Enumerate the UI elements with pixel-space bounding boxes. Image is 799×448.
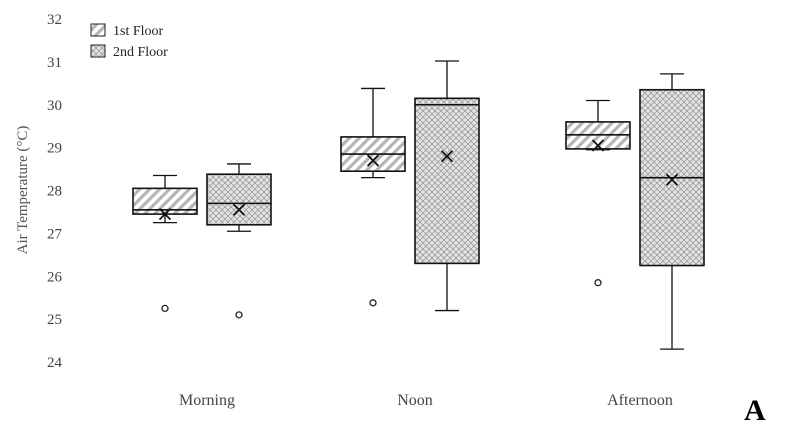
- box-2-1: [206, 163, 272, 319]
- outlier-point: [594, 279, 602, 287]
- y-tick-label: 29: [47, 141, 62, 157]
- legend-swatch-2nd-floor: [90, 44, 106, 58]
- box-series: [132, 60, 705, 350]
- y-tick-label: 25: [47, 312, 62, 328]
- outlier-point: [235, 311, 243, 319]
- y-axis-label: Air Temperature (°C): [15, 126, 31, 255]
- y-tick-label: 27: [47, 226, 63, 242]
- y-tick-label: 32: [47, 12, 62, 28]
- x-category-label: Noon: [397, 392, 433, 409]
- mean-marker: [665, 173, 679, 186]
- box-iqr: [206, 173, 272, 226]
- mean-marker: [366, 154, 380, 167]
- y-tick-label: 26: [47, 269, 63, 285]
- x-category-label: Morning: [179, 392, 235, 409]
- box-iqr: [414, 97, 480, 265]
- outlier-point: [369, 299, 377, 307]
- box-2-2: [414, 60, 480, 312]
- mean-marker-stroke: [158, 207, 172, 221]
- x-category-label: Afternoon: [607, 392, 673, 409]
- mean-marker-stroke: [440, 150, 454, 163]
- y-tick-label: 24: [47, 355, 63, 371]
- mean-marker-stroke: [366, 154, 380, 167]
- legend-label-1st-floor: 1st Floor: [113, 24, 164, 39]
- outlier-point: [161, 304, 169, 313]
- x-axis-categories: Morning Noon Afternoon: [179, 392, 673, 409]
- mean-marker-stroke: [232, 203, 246, 216]
- mean-marker: [440, 150, 454, 163]
- y-tick-label: 30: [47, 98, 62, 114]
- legend-label-2nd-floor: 2nd Floor: [113, 45, 168, 60]
- y-tick-label: 28: [47, 184, 62, 200]
- legend: 1st Floor 2nd Floor: [90, 23, 168, 60]
- box-1-2: [340, 87, 406, 307]
- mean-marker-stroke: [665, 173, 679, 186]
- box-1-1: [132, 174, 198, 313]
- mean-marker: [591, 139, 605, 152]
- box-1-3: [565, 99, 631, 287]
- panel-label: A: [744, 394, 766, 427]
- box-2-3: [639, 73, 705, 350]
- mean-marker: [158, 207, 172, 221]
- mean-marker-stroke: [591, 139, 605, 152]
- mean-marker: [232, 203, 246, 216]
- y-axis-ticks: 24 25 26 27 28 29 30 31 32: [47, 12, 63, 371]
- legend-swatch-1st-floor: [90, 23, 106, 37]
- y-tick-label: 31: [47, 55, 62, 71]
